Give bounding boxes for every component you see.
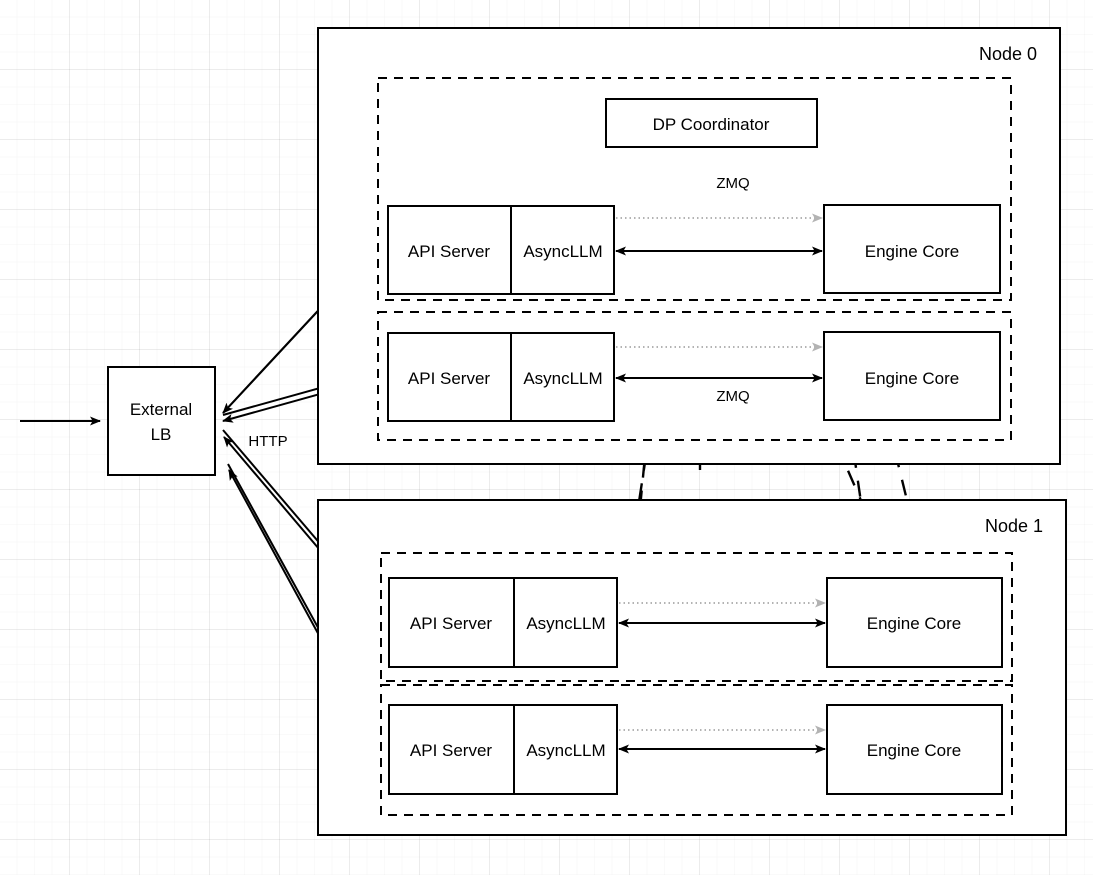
api-server-label: API Server <box>408 242 491 261</box>
dp-coordinator-box[interactable] <box>605 98 818 148</box>
node-1-rank-0-boundary <box>380 552 1013 682</box>
node-1-rank-0-frontend[interactable]: API Server AsyncLLM <box>388 577 618 668</box>
zmq-label-n0r0: ZMQ <box>716 175 749 192</box>
engine-core-label: Engine Core <box>867 614 962 633</box>
external-lb-label-line2: LB <box>151 425 172 444</box>
asyncllm-label: AsyncLLM <box>526 741 605 760</box>
node-1-rank-1-engine[interactable]: Engine Core <box>826 704 1003 795</box>
edge-asyncllm-engine-n0r0 <box>615 213 823 256</box>
engine-core-label: Engine Core <box>865 242 960 261</box>
http-label: HTTP <box>248 433 287 450</box>
node-0-rank-0-boundary <box>377 77 1012 301</box>
node-1-rank-0-engine[interactable]: Engine Core <box>826 577 1003 668</box>
asyncllm-label: AsyncLLM <box>523 242 602 261</box>
edge-asyncllm-engine-n1r0 <box>618 598 826 628</box>
node-0-rank-1-engine[interactable]: Engine Core <box>823 331 1001 421</box>
api-server-label: API Server <box>410 614 493 633</box>
external-lb-label-line1: External <box>130 400 192 419</box>
node-0-rank-0-frontend[interactable]: API Server AsyncLLM <box>387 205 615 295</box>
node-0-rank-0-engine[interactable]: Engine Core <box>823 204 1001 294</box>
edge-asyncllm-engine-n0r1 <box>615 342 823 383</box>
zmq-label-n0r1: ZMQ <box>716 388 749 405</box>
engine-core-label: Engine Core <box>867 741 962 760</box>
node-1-rank-1-frontend[interactable]: API Server AsyncLLM <box>388 704 618 795</box>
api-server-label: API Server <box>408 369 491 388</box>
dp-coordinator-label: DP Coordinator <box>653 115 770 134</box>
node-1-label: Node 1 <box>985 516 1043 536</box>
node-1-rank-1-boundary <box>380 684 1013 816</box>
node-0-rank-1-boundary <box>377 311 1012 441</box>
node-0-rank-1-frontend[interactable]: API Server AsyncLLM <box>387 332 615 422</box>
external-lb-box[interactable]: External LB <box>107 366 216 476</box>
asyncllm-label: AsyncLLM <box>526 614 605 633</box>
asyncllm-label: AsyncLLM <box>523 369 602 388</box>
engine-core-label: Engine Core <box>865 369 960 388</box>
api-server-label: API Server <box>410 741 493 760</box>
node-0-label: Node 0 <box>979 44 1037 64</box>
edge-asyncllm-engine-n1r1 <box>618 725 826 754</box>
